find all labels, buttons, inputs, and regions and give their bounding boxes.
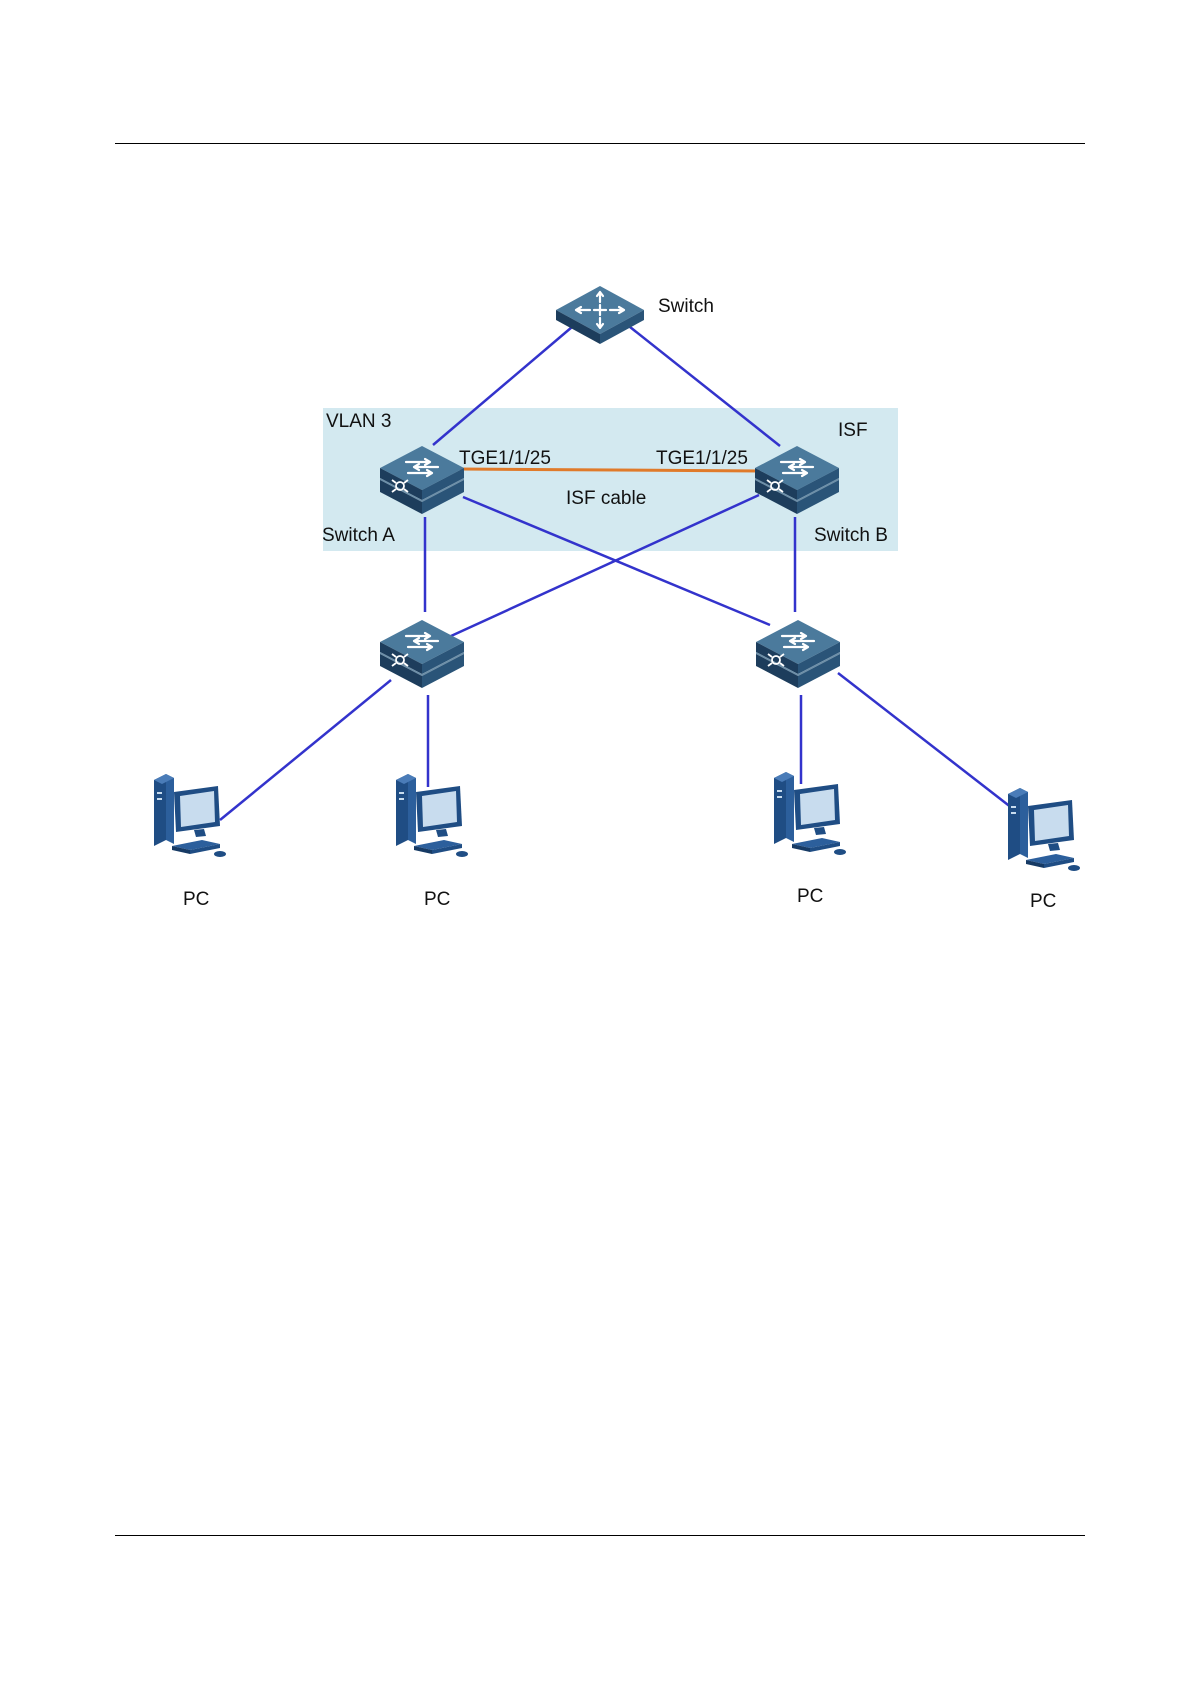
- pc-4-icon[interactable]: [1008, 788, 1080, 871]
- access-switch-right-icon[interactable]: [756, 620, 840, 688]
- label-pc-1: PC: [183, 889, 209, 910]
- label-port-b: TGE1/1/25: [656, 448, 748, 469]
- pc-1-icon[interactable]: [154, 774, 226, 857]
- label-switch-a: Switch A: [322, 525, 395, 546]
- label-vlan: VLAN 3: [326, 411, 391, 432]
- label-pc-2: PC: [424, 889, 450, 910]
- link-access-left-pc1: [220, 680, 391, 820]
- link-access-right-pc4: [838, 673, 1012, 808]
- label-isf-cable: ISF cable: [566, 488, 646, 509]
- label-pc-3: PC: [797, 886, 823, 907]
- label-pc-4: PC: [1030, 891, 1056, 912]
- links: [220, 327, 1012, 820]
- pc-3-icon[interactable]: [774, 772, 846, 855]
- pc-2-icon[interactable]: [396, 774, 468, 857]
- label-top-switch: Switch: [658, 296, 714, 317]
- isf-cable-line: [460, 469, 760, 471]
- label-isf: ISF: [838, 420, 868, 441]
- label-port-a: TGE1/1/25: [459, 448, 551, 469]
- core-switch-icon[interactable]: [556, 286, 644, 344]
- label-switch-b: Switch B: [814, 525, 888, 546]
- access-switch-left-icon[interactable]: [380, 620, 464, 688]
